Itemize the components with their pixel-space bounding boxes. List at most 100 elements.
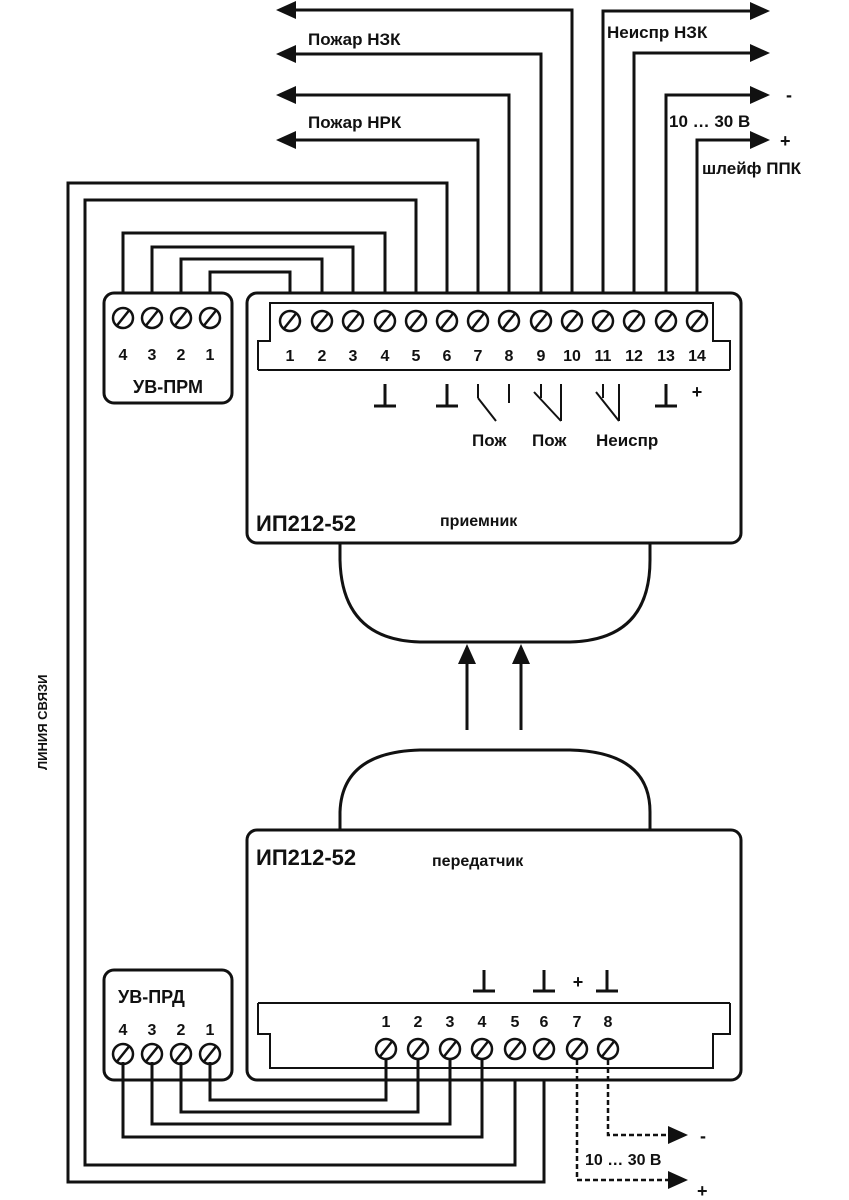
screw-terminal-icon: [622, 309, 646, 333]
screw-terminal-icon: [310, 309, 334, 333]
arrow-right-icon: [750, 131, 770, 149]
screw-terminal-icon: [466, 309, 490, 333]
terminal-number: 3: [148, 1022, 157, 1039]
link-wire-inner: [83, 198, 517, 1167]
arrow-right-icon: [750, 86, 770, 104]
terminal-number: 6: [540, 1014, 549, 1031]
arrow-right-icon: [750, 2, 770, 20]
terminal-number: 8: [604, 1014, 613, 1031]
terminal-number: 7: [573, 1014, 582, 1031]
arrow-left-icon: [276, 86, 296, 104]
screw-terminal-icon: [140, 306, 164, 330]
terminal-number: 5: [511, 1014, 520, 1031]
link-wires: [66, 181, 546, 1184]
tx-plus-symbol: +: [573, 972, 584, 992]
arrow-right-icon: [668, 1126, 688, 1144]
arrow-left-icon: [276, 1, 296, 19]
screw-terminal-icon: [198, 306, 222, 330]
plus-symbol: +: [692, 382, 703, 402]
terminal-number: 1: [206, 347, 215, 364]
terminal-number: 4: [119, 1022, 128, 1039]
arrow-right-icon: [750, 44, 770, 62]
uv-prd-wires: [121, 1060, 484, 1139]
terminal-number: 3: [446, 1014, 455, 1031]
screw-terminal-icon: [373, 309, 397, 333]
tx-label-plus: +: [697, 1181, 708, 1200]
screw-terminal-icon: [470, 1037, 494, 1061]
terminal-number: 4: [119, 347, 128, 364]
screw-terminal-icon: [497, 309, 521, 333]
uv-prd-module: УВ-ПРД 4 3 2 1: [102, 968, 234, 1082]
screw-terminal-icon: [198, 1042, 222, 1066]
link-wire-outer: [66, 181, 546, 1184]
output-wires: [276, 1, 770, 318]
screw-terminal-icon: [560, 309, 584, 333]
terminal-number: 1: [206, 1022, 215, 1039]
terminal-number: 13: [657, 348, 675, 365]
ground-symbol-icon: [374, 384, 396, 408]
screw-terminal-icon: [341, 309, 365, 333]
transmitter-model: ИП212-52: [256, 845, 356, 870]
screw-terminal-icon: [140, 1042, 164, 1066]
contact-label-fault: Неиспр: [596, 431, 658, 450]
terminal-number: 1: [286, 348, 295, 365]
tx-label-supply: 10 … 30 В: [585, 1152, 661, 1169]
arrow-left-icon: [276, 45, 296, 63]
screw-terminal-icon: [406, 1037, 430, 1061]
ground-symbol-icon: [533, 970, 555, 993]
uv-prm-module: 4 3 2 1 УВ-ПРМ: [102, 291, 234, 405]
contact-nzk-icon: [533, 384, 562, 422]
screw-terminal-icon: [435, 309, 459, 333]
screw-terminal-icon: [404, 309, 428, 333]
uv-prd-label: УВ-ПРД: [118, 987, 185, 1007]
terminal-number: 6: [443, 348, 452, 365]
screw-terminal-icon: [685, 309, 709, 333]
tx-supply-wires: [575, 1060, 688, 1189]
terminal-number: 7: [474, 348, 483, 365]
screw-terminal-icon: [278, 309, 302, 333]
screw-terminal-icon: [654, 309, 678, 333]
screw-terminal-icon: [111, 1042, 135, 1066]
terminal-number: 3: [148, 347, 157, 364]
arrow-left-icon: [276, 131, 296, 149]
screw-terminal-icon: [591, 309, 615, 333]
terminal-number: 4: [381, 348, 390, 365]
contact-label-fire-2: Пож: [532, 431, 567, 450]
terminal-number: 2: [177, 347, 186, 364]
label-fire-nzk: Пожар НЗК: [308, 30, 401, 49]
screw-terminal-icon: [169, 306, 193, 330]
label-loop: шлейф ППК: [702, 159, 802, 178]
screw-terminal-icon: [438, 1037, 462, 1061]
link-line-label: ЛИНИЯ СВЯЗИ: [35, 675, 50, 770]
terminal-number: 4: [478, 1014, 487, 1031]
tx-label-minus: -: [700, 1126, 706, 1146]
ground-symbol-icon: [436, 384, 458, 408]
terminal-number: 9: [537, 348, 546, 365]
terminal-number: 1: [382, 1014, 391, 1031]
receiver-type: приемник: [440, 513, 518, 530]
label-supply: 10 … 30 В: [669, 112, 750, 131]
receiver-lens: [338, 543, 652, 644]
arrow-up-icon: [458, 644, 476, 664]
terminal-number: 2: [318, 348, 327, 365]
screw-terminal-icon: [565, 1037, 589, 1061]
arrow-right-icon: [668, 1171, 688, 1189]
terminal-number: 3: [349, 348, 358, 365]
contact-nrk-icon: [477, 384, 510, 422]
terminal-number: 2: [414, 1014, 423, 1031]
ground-symbol-icon: [473, 970, 495, 993]
terminal-number: 2: [177, 1022, 186, 1039]
label-minus: -: [786, 85, 792, 105]
uv-prm-label: УВ-ПРМ: [133, 377, 203, 397]
beam-arrows: [458, 644, 530, 730]
transmitter-lens: [338, 748, 652, 830]
terminal-number: 8: [505, 348, 514, 365]
receiver-symbols: +: [374, 382, 703, 422]
terminal-number: 5: [412, 348, 421, 365]
ground-symbol-icon: [655, 384, 677, 408]
arrow-up-icon: [512, 644, 530, 664]
terminal-number: 12: [625, 348, 643, 365]
contact-fault-icon: [595, 384, 620, 422]
